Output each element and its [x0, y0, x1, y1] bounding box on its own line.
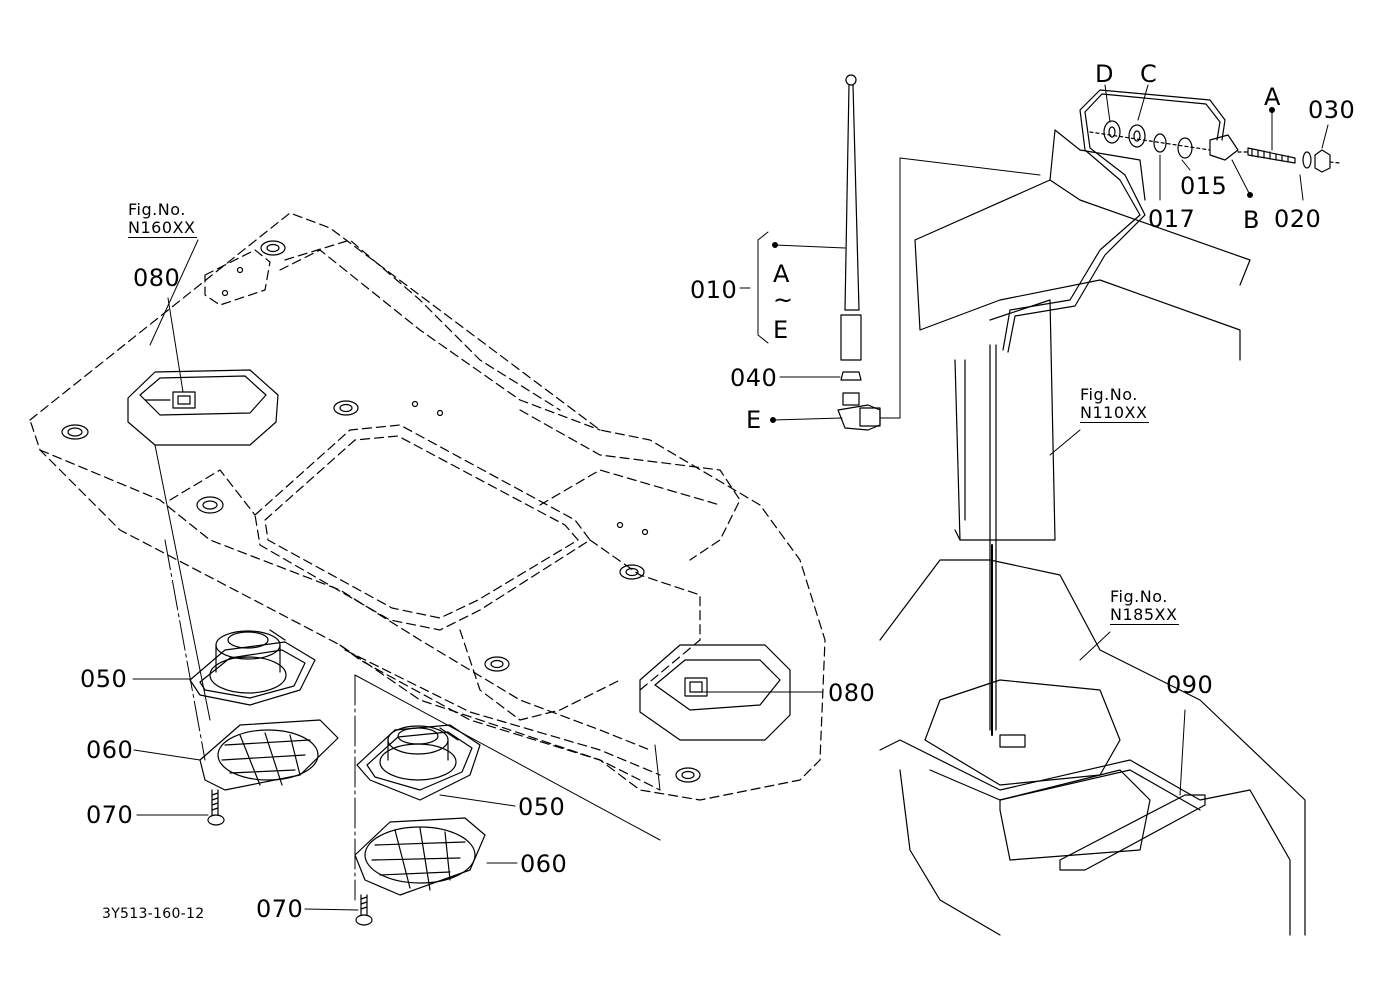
- speaker-left: [189, 629, 316, 706]
- callout-label-e: E: [746, 406, 762, 434]
- screw-right: [355, 894, 373, 926]
- figure-ref-n185xx-line1: Fig.No.: [1110, 587, 1168, 606]
- range-label-tilde: ~: [773, 286, 794, 314]
- part-label-060-right: 060: [520, 850, 568, 878]
- speaker-mount-right: [639, 644, 791, 741]
- antenna: [837, 74, 881, 431]
- part-label-017: 017: [1148, 205, 1196, 233]
- figure-ref-n160xx-line2: N160XX: [128, 218, 198, 238]
- part-label-080-right: 080: [828, 679, 876, 707]
- figure-ref-n160xx: Fig.No. N160XX: [128, 200, 198, 238]
- part-label-020: 020: [1274, 205, 1322, 233]
- part-label-050-right: 050: [518, 793, 566, 821]
- callout-leaders: [132, 84, 1329, 911]
- part-label-060-left: 060: [86, 736, 134, 764]
- callout-label-a: A: [1264, 83, 1281, 111]
- part-label-090: 090: [1166, 671, 1214, 699]
- diagram-code: 3Y513-160-12: [102, 906, 205, 922]
- callout-label-b: B: [1243, 206, 1260, 234]
- callout-label-d: D: [1095, 60, 1114, 88]
- antenna-cable: [1002, 89, 1341, 353]
- headliner-bosses: [61, 240, 701, 783]
- part-label-015: 015: [1180, 172, 1228, 200]
- callout-label-c: C: [1140, 60, 1158, 88]
- figure-ref-n185xx: Fig.No. N185XX: [1110, 587, 1180, 625]
- speaker-mount-left: [127, 369, 279, 446]
- cab-frame: [879, 129, 1306, 936]
- part-label-050-left: 050: [80, 665, 128, 693]
- part-label-070-right: 070: [256, 895, 304, 923]
- part-label-070-left: 070: [86, 801, 134, 829]
- speaker-right: [356, 724, 481, 801]
- roof-headliner: [29, 212, 826, 901]
- figure-ref-n160xx-line1: Fig.No.: [128, 200, 186, 219]
- figure-ref-n185xx-line2: N185XX: [1110, 605, 1180, 625]
- part-label-010: 010: [690, 276, 738, 304]
- part-label-030: 030: [1308, 96, 1356, 124]
- range-label-end: E: [773, 316, 789, 344]
- figure-ref-n110xx: Fig.No. N110XX: [1080, 385, 1150, 423]
- figure-ref-n110xx-line1: Fig.No.: [1080, 385, 1138, 404]
- part-label-080-left: 080: [133, 264, 181, 292]
- range-label-start: A: [773, 260, 790, 288]
- figure-ref-n110xx-line2: N110XX: [1080, 403, 1150, 423]
- part-label-040: 040: [730, 364, 778, 392]
- grille-left: [199, 719, 339, 791]
- screw-left: [207, 789, 225, 826]
- grille-right: [354, 817, 486, 896]
